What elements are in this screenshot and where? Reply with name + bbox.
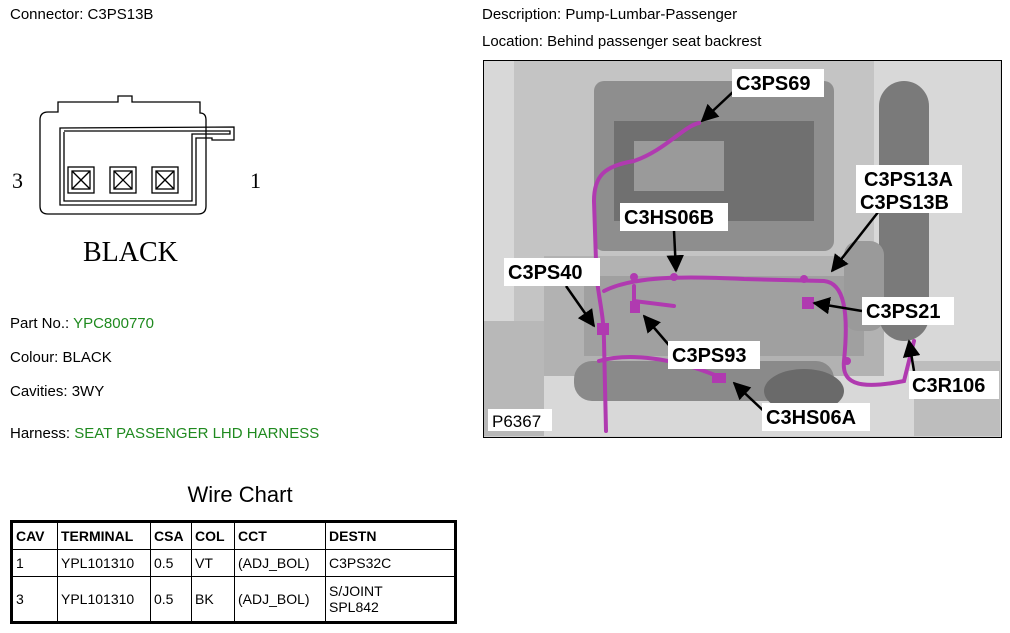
part-no-line: Part No.: YPC800770 xyxy=(10,315,154,333)
face-color-text: BLACK xyxy=(83,237,178,268)
cavities-value: 3WY xyxy=(71,383,105,400)
cell-terminal: YPL101310 xyxy=(57,549,151,577)
cell-col: BK xyxy=(191,576,235,623)
cavities-line: Cavities: 3WY xyxy=(10,383,104,401)
table-row: 3 YPL101310 0.5 BK (ADJ_BOL) S/JOINT SPL… xyxy=(11,576,456,623)
wire-chart-table: CAV TERMINAL CSA COL CCT DESTN 1 YPL1013… xyxy=(10,520,457,624)
destn-line: C3PS32C xyxy=(329,555,392,571)
header-col: COL xyxy=(191,521,235,550)
header-csa: CSA xyxy=(150,521,192,550)
colour-value: BLACK xyxy=(62,349,112,366)
cell-csa: 0.5 xyxy=(150,576,192,623)
location-label: Location: xyxy=(482,33,543,50)
part-no-value[interactable]: YPC800770 xyxy=(73,315,154,332)
cell-col: VT xyxy=(191,549,235,577)
header-destn: DESTN xyxy=(325,521,456,550)
cavities-label: Cavities: xyxy=(10,383,68,400)
harness-line: Harness: SEAT PASSENGER LHD HARNESS xyxy=(10,425,319,443)
wire-chart-header-row: CAV TERMINAL CSA COL CCT DESTN xyxy=(11,521,456,550)
destn-line: SPL842 xyxy=(329,599,379,615)
description-label: Description: xyxy=(482,6,562,23)
header-cav: CAV xyxy=(11,521,58,550)
cell-destn: C3PS32C xyxy=(325,549,456,577)
colour-line: Colour: BLACK xyxy=(10,349,112,367)
colour-label: Colour: xyxy=(10,349,59,366)
location-value: Behind passenger seat backrest xyxy=(547,33,762,50)
cell-destn: S/JOINT SPL842 xyxy=(325,576,456,623)
cell-csa: 0.5 xyxy=(150,549,192,577)
cell-cav: 3 xyxy=(11,576,58,623)
location-photo: C3PS69 C3PS13A C3PS13B C3HS06B C3PS40 C3… xyxy=(483,60,1002,438)
callout-c3r106: C3R106 xyxy=(912,375,985,397)
part-no-label: Part No.: xyxy=(10,315,70,332)
table-row: 1 YPL101310 0.5 VT (ADJ_BOL) C3PS32C xyxy=(11,549,456,577)
cell-cct: (ADJ_BOL) xyxy=(234,549,326,577)
cell-terminal: YPL101310 xyxy=(57,576,151,623)
connector-value: C3PS13B xyxy=(87,6,154,23)
pin-label-left: 3 xyxy=(12,168,23,193)
cell-cav: 1 xyxy=(11,549,58,577)
connector-face-diagram: 3 1 BLACK xyxy=(12,95,261,268)
callout-c3ps13b: C3PS13B xyxy=(860,192,949,214)
connector-label: Connector: xyxy=(10,6,84,23)
callout-c3ps40: C3PS40 xyxy=(508,262,583,284)
callout-c3ps93: C3PS93 xyxy=(672,345,747,367)
location-line: Location: Behind passenger seat backrest xyxy=(482,33,761,51)
callout-c3ps13a: C3PS13A xyxy=(864,169,953,191)
location-photo-illustration: C3PS69 C3PS13A C3PS13B C3HS06B C3PS40 C3… xyxy=(484,61,1000,436)
wire-chart-title: Wire Chart xyxy=(187,482,293,507)
header-cct: CCT xyxy=(234,521,326,550)
harness-value[interactable]: SEAT PASSENGER LHD HARNESS xyxy=(74,425,320,442)
photo-id: P6367 xyxy=(492,412,541,431)
callout-c3hs06a: C3HS06A xyxy=(766,407,856,429)
header-terminal: TERMINAL xyxy=(57,521,151,550)
callout-c3ps21: C3PS21 xyxy=(866,301,941,323)
pin-label-right: 1 xyxy=(250,168,261,193)
description-value: Pump-Lumbar-Passenger xyxy=(565,6,738,23)
cell-cct: (ADJ_BOL) xyxy=(234,576,326,623)
callout-c3ps69: C3PS69 xyxy=(736,73,811,95)
description-line: Description: Pump-Lumbar-Passenger xyxy=(482,6,737,24)
harness-label: Harness: xyxy=(10,425,71,442)
connector-line: Connector: C3PS13B xyxy=(10,6,153,24)
destn-line: S/JOINT xyxy=(329,583,383,599)
callout-c3hs06b: C3HS06B xyxy=(624,207,714,229)
